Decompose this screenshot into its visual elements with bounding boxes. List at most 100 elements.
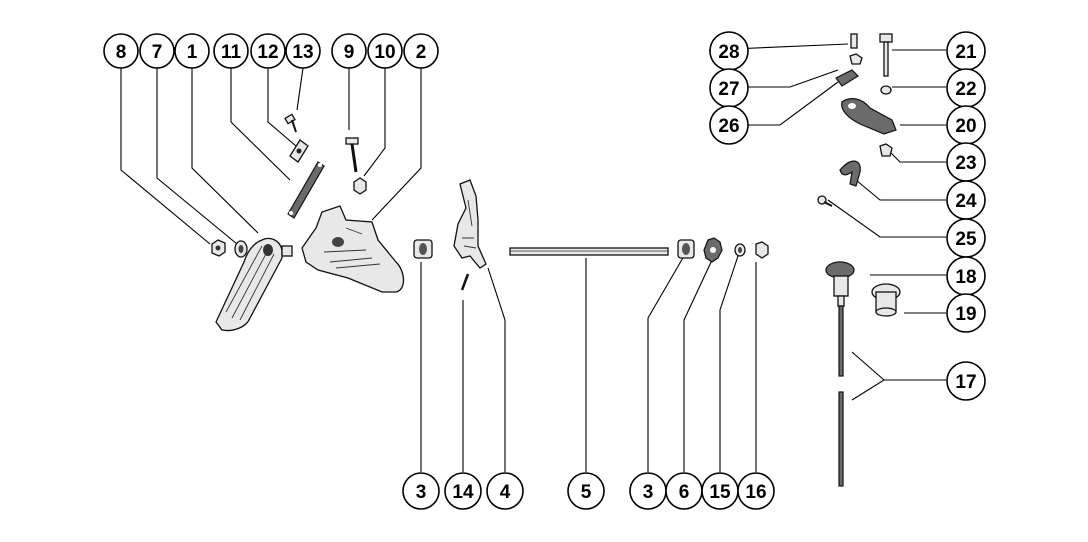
callout-18: 18 [946,256,986,296]
svg-text:8: 8 [116,42,127,63]
callout-15: 15 [701,472,739,510]
part-pin-14 [460,273,470,291]
part-knob-18 [825,261,855,307]
part-shaft-5 [509,247,669,256]
part-bushing-3a [413,239,433,259]
svg-text:17: 17 [955,372,976,393]
svg-text:19: 19 [955,304,976,325]
callout-4: 4 [486,472,524,510]
callout-22: 22 [946,68,986,108]
part-bolt-21 [879,33,893,77]
callout-12: 12 [250,33,286,69]
part-bracket-4 [453,179,487,269]
svg-text:28: 28 [718,42,739,63]
callout-27: 27 [709,68,749,108]
svg-text:5: 5 [581,482,592,503]
callout-2: 2 [403,33,439,69]
part-lever-20 [841,98,897,135]
callout-14: 14 [444,472,482,510]
part-gear-6 [703,237,723,263]
leader-27 [748,69,839,88]
callout-26: 26 [709,105,749,145]
leader-8 [120,68,211,245]
svg-text:11: 11 [221,42,242,63]
callout-13: 13 [285,33,321,69]
svg-text:10: 10 [374,42,395,63]
callout-20: 20 [946,105,986,145]
part-bracket-2 [301,205,405,293]
callout-5: 5 [567,472,605,510]
part-nut-23 [879,143,893,157]
part-nut-10 [353,177,367,195]
callout-24: 24 [946,180,986,220]
leader-6 [683,259,713,472]
leader-2 [371,68,422,221]
leader-24 [855,179,946,201]
leader-12 [267,68,297,147]
svg-text:26: 26 [718,116,739,137]
leader-7 [156,68,238,245]
part-clip-12 [289,139,309,163]
svg-text:16: 16 [745,482,766,503]
svg-text:22: 22 [955,79,976,100]
callout-1: 1 [174,33,210,69]
callout-21: 21 [946,31,986,71]
svg-text:12: 12 [257,42,278,63]
svg-text:1: 1 [187,42,198,63]
part-clip-26 [835,69,859,87]
leader-26 [748,81,839,126]
leader-23 [889,151,946,163]
leader-11 [230,68,291,181]
callout-6: 6 [665,472,703,510]
callout-10: 10 [367,33,403,69]
parts [211,33,901,487]
svg-text:3: 3 [416,482,427,503]
callout-8: 8 [103,33,139,69]
leader-1 [191,68,259,234]
callout-16: 16 [737,472,775,510]
svg-text:13: 13 [292,42,313,63]
svg-text:6: 6 [679,482,690,503]
callout-3-left: 3 [402,472,440,510]
callout-23: 23 [946,142,986,182]
callout-7: 7 [139,33,175,69]
part-bolt-9 [345,137,359,173]
svg-text:25: 25 [955,229,977,250]
part-screw-28 [850,33,858,49]
part-spring-24 [839,160,861,187]
svg-text:4: 4 [500,482,511,503]
callout-19: 19 [946,293,986,333]
leader-17b [851,379,885,401]
leader-17a [851,351,946,381]
svg-text:15: 15 [709,482,731,503]
part-rod-17 [838,305,844,487]
leader-3b [647,255,685,472]
part-link-11 [287,161,325,219]
leader-13 [296,67,304,111]
part-nut-8 [211,239,226,257]
callout-9: 9 [331,33,367,69]
leader-4 [487,267,506,472]
svg-text:2: 2 [416,42,427,63]
part-bushing-19 [871,283,901,317]
leader-10 [363,68,386,177]
part-washer-15 [734,243,746,257]
callout-17: 17 [946,361,986,401]
leader-lines [120,43,946,472]
callout-3-right: 3 [629,472,667,510]
svg-text:3: 3 [643,482,654,503]
part-nut-16 [755,241,769,259]
part-lever-arm-1 [215,237,293,332]
svg-text:21: 21 [955,42,977,63]
callout-25: 25 [946,218,986,258]
svg-text:23: 23 [955,153,976,174]
svg-text:18: 18 [955,267,976,288]
part-washer-7 [234,240,248,258]
part-bushing-3b [677,239,695,259]
svg-text:20: 20 [955,116,976,137]
part-screw-13 [284,113,297,133]
callout-28: 28 [709,31,749,71]
part-screw-25 [817,195,833,207]
